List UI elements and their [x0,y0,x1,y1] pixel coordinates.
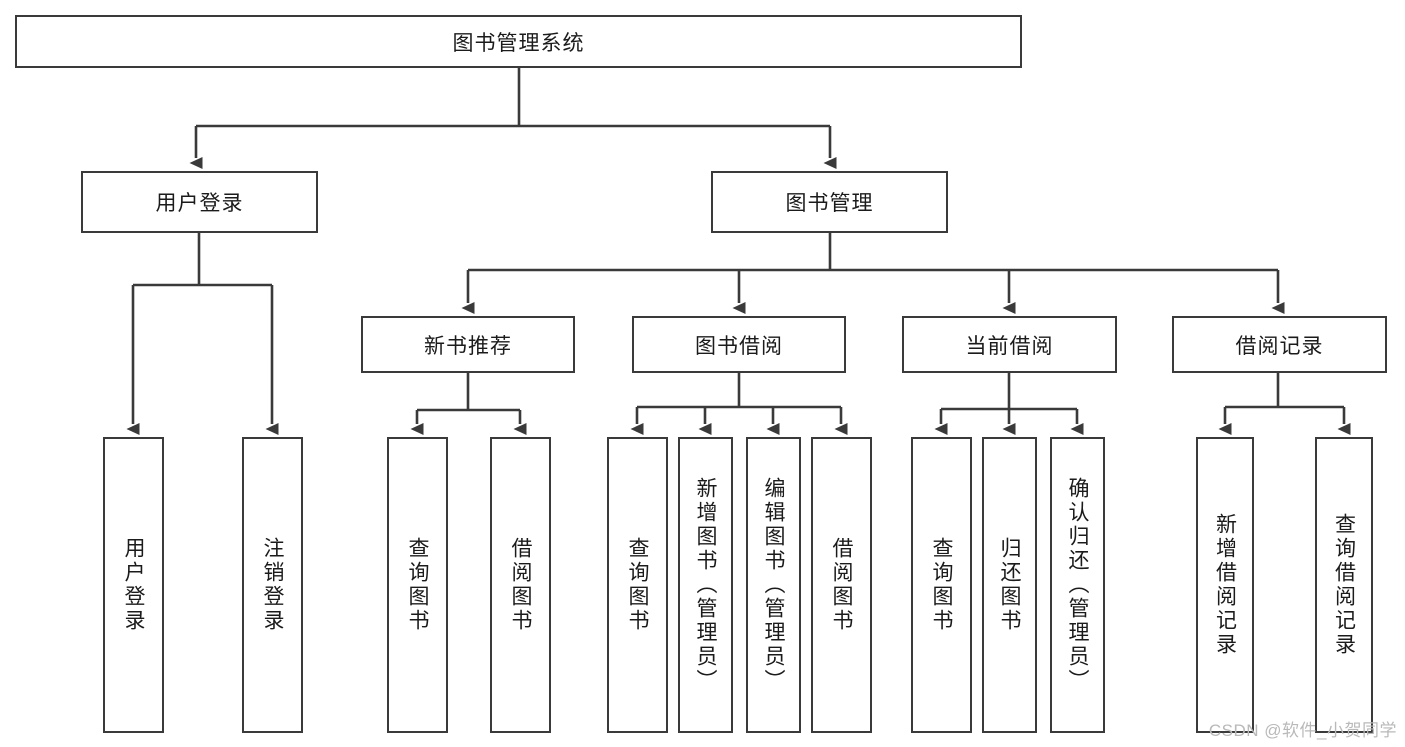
node-leaf-query-book-3[interactable]: 查询图书 [911,437,972,733]
node-root[interactable]: 图书管理系统 [15,15,1022,68]
node-leaf-logout[interactable]: 注销登录 [242,437,303,733]
node-leaf-query-book-2-label: 查询图书 [626,537,649,633]
node-book-borrow-label: 图书借阅 [695,334,783,358]
node-leaf-add-record[interactable]: 新增借阅记录 [1196,437,1254,733]
node-leaf-edit-book[interactable]: 编辑图书（管理员） [746,437,801,733]
node-leaf-return-book-label: 归还图书 [998,537,1021,633]
node-leaf-query-record-label: 查询借阅记录 [1332,513,1356,657]
node-leaf-query-book-1[interactable]: 查询图书 [387,437,448,733]
node-leaf-add-book[interactable]: 新增图书（管理员） [678,437,733,733]
node-user-login-label: 用户登录 [155,192,244,215]
node-book-borrow[interactable]: 图书借阅 [632,316,846,373]
node-book-manage[interactable]: 图书管理 [711,171,948,233]
node-leaf-user-login[interactable]: 用户登录 [103,437,164,733]
node-leaf-borrow-book-1-label: 借阅图书 [509,537,532,633]
node-leaf-borrow-book-2[interactable]: 借阅图书 [811,437,872,733]
watermark-text: CSDN @软件_小贺同学 [1208,721,1397,740]
node-user-login[interactable]: 用户登录 [81,171,318,233]
node-new-book-rec-label: 新书推荐 [424,334,512,358]
node-leaf-query-book-1-label: 查询图书 [406,537,429,633]
node-root-label: 图书管理系统 [452,31,585,55]
node-leaf-user-login-label: 用户登录 [122,537,145,633]
node-leaf-return-book[interactable]: 归还图书 [982,437,1037,733]
node-leaf-edit-book-label: 编辑图书（管理员） [762,477,785,693]
node-leaf-query-record[interactable]: 查询借阅记录 [1315,437,1373,733]
node-leaf-confirm-return-label: 确认归还（管理员） [1066,477,1089,693]
node-book-manage-label: 图书管理 [785,192,874,215]
node-leaf-query-book-3-label: 查询图书 [930,537,953,633]
node-leaf-borrow-book-2-label: 借阅图书 [830,537,853,633]
node-leaf-query-book-2[interactable]: 查询图书 [607,437,668,733]
node-borrow-record[interactable]: 借阅记录 [1172,316,1387,373]
node-current-borrow-label: 当前借阅 [965,334,1054,358]
node-leaf-confirm-return[interactable]: 确认归还（管理员） [1050,437,1105,733]
node-leaf-add-record-label: 新增借阅记录 [1213,513,1237,657]
node-leaf-add-book-label: 新增图书（管理员） [694,477,717,693]
node-new-book-rec[interactable]: 新书推荐 [361,316,575,373]
node-leaf-logout-label: 注销登录 [261,537,284,633]
node-borrow-record-label: 借阅记录 [1235,334,1324,358]
node-current-borrow[interactable]: 当前借阅 [902,316,1117,373]
node-leaf-borrow-book-1[interactable]: 借阅图书 [490,437,551,733]
